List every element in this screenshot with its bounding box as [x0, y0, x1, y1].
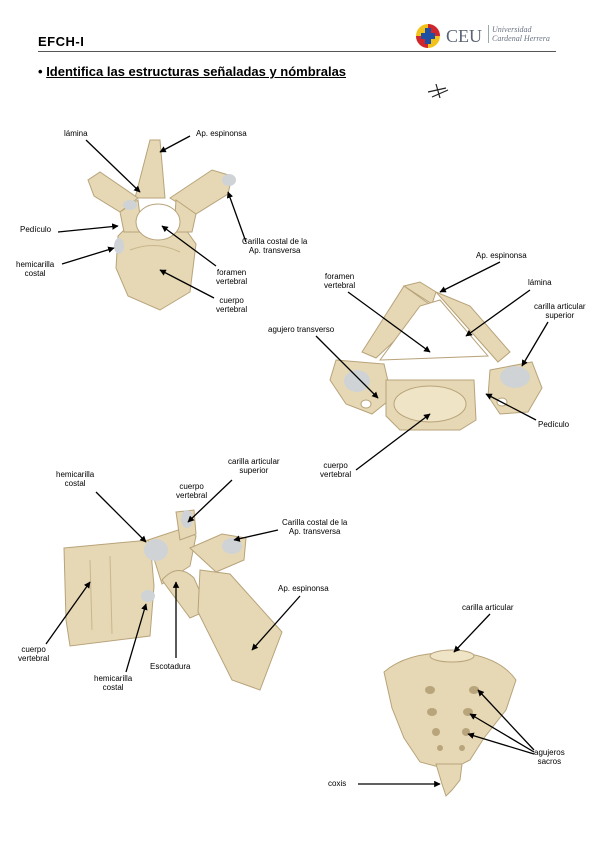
label-hemicarilla-costal-superior: hemicarilla costal — [56, 470, 95, 488]
label-cuerpo-vertebral: cuerpo vertebral — [320, 461, 352, 479]
label-agujero-transverso: agujero transverso — [268, 325, 335, 334]
label-cuerpo-vertebral-top: cuerpo vertebral — [176, 482, 208, 500]
exercise-heading: • Identifica las estructuras señaladas y… — [38, 64, 346, 79]
label-ap-espinosa: Ap. espinonsa — [278, 584, 329, 593]
label-foramen-vertebral: foramen vertebral — [324, 272, 356, 290]
label-hemicarilla-costal: hemicarilla costal — [16, 260, 55, 278]
label-pediculo: Pedículo — [20, 225, 52, 234]
heading-text: Identifica las estructuras señaladas y n… — [46, 64, 347, 79]
label-lamina: lámina — [64, 129, 88, 138]
sacrum-posterior — [383, 652, 517, 797]
course-title: EFCH-I — [38, 34, 85, 49]
logo-acronym: CEU — [446, 26, 482, 46]
header-divider — [38, 51, 556, 52]
thoracic-vertebra-superior — [87, 139, 233, 311]
pen-mark — [427, 83, 449, 99]
heading-bullet: • — [38, 64, 43, 79]
label-agujeros-sacros: agujeros sacros — [534, 748, 565, 766]
label-foramen-vertebral: foramen vertebral — [216, 268, 248, 286]
label-carilla-articular-superior: carilla articular superior — [534, 302, 586, 320]
label-hemicarilla-costal-inferior: hemicarilla costal — [94, 674, 133, 692]
label-carilla-costal-transversa: Carilla costal de la Ap. transversa — [282, 518, 348, 536]
label-lamina: lámina — [528, 278, 552, 287]
label-escotadura: Escotadura — [150, 662, 191, 671]
ceu-emblem-icon — [416, 24, 440, 48]
label-ap-espinosa: Ap. espinonsa — [476, 251, 527, 260]
label-carilla-costal-transversa: Carilla costal de la Ap. transversa — [242, 237, 308, 255]
label-carilla-articular-superior: carilla articular superior — [228, 457, 280, 475]
university-logo: CEU Universidad Cardenal Herrera — [414, 22, 564, 50]
logo-line-1: Universidad — [492, 25, 532, 34]
label-pediculo: Pedículo — [538, 420, 570, 429]
label-cuerpo-vertebral: cuerpo vertebral — [18, 645, 50, 663]
label-carilla-articular: carilla articular — [462, 603, 514, 612]
label-cuerpo-vertebral: cuerpo vertebral — [216, 296, 248, 314]
label-coxis: coxis — [328, 779, 347, 788]
label-ap-espinosa: Ap. espinonsa — [196, 129, 247, 138]
logo-subtitle: Universidad Cardenal Herrera — [488, 25, 550, 43]
logo-line-2: Cardenal Herrera — [492, 34, 550, 43]
